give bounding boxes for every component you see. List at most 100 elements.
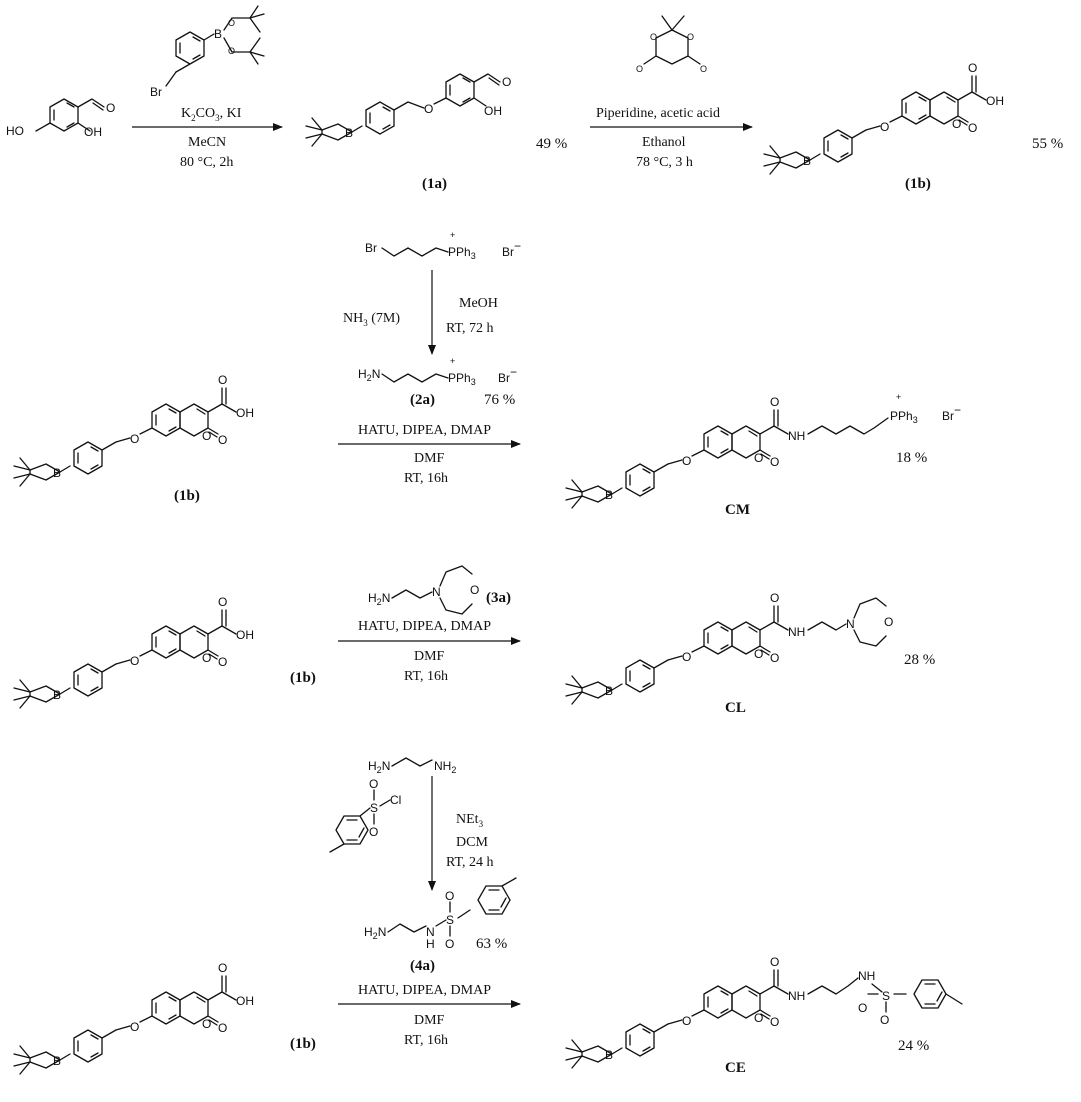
ether-oxygen-label: O — [130, 432, 139, 446]
step1-solvent: MeCN — [188, 135, 226, 150]
bromine-label: Br — [365, 241, 377, 255]
phosphonium-label: PPh3 — [890, 409, 918, 425]
yield-1a: 49 % — [536, 136, 567, 152]
oxygen-label: O — [880, 1013, 889, 1027]
ether-oxygen-label: O — [424, 102, 433, 116]
boron-label: B — [53, 1054, 61, 1068]
lactone-oxygen-label: O — [754, 451, 763, 465]
label-compound-3a: (3a) — [486, 590, 511, 606]
dihydroxybenzaldehyde: HO OH O — [6, 98, 115, 139]
oxygen-label: O — [700, 64, 707, 74]
boron-label: B — [605, 488, 613, 502]
positive-charge: + — [450, 230, 455, 240]
step2-solvent: Ethanol — [642, 135, 686, 150]
oxygen-label: O — [687, 32, 694, 42]
amide-nh-label: NH — [788, 989, 805, 1003]
step1-reagents: K2CO3, KI — [181, 106, 242, 123]
oxygen-label: O — [228, 46, 235, 56]
step2-reagents: Piperidine, acetic acid — [596, 106, 720, 121]
compound-1b-structure: B O O O O OH — [763, 61, 1004, 175]
coupling-temperature-time: RT, 16h — [404, 1033, 448, 1048]
amide-nh-label: NH — [788, 625, 805, 639]
amine-label: H2N — [368, 759, 390, 775]
oxygen-label: O — [636, 64, 643, 74]
ether-oxygen-label: O — [682, 1014, 691, 1028]
chlorine-label: Cl — [390, 793, 401, 807]
carbonyl-oxygen-label: O — [218, 595, 227, 609]
lactone-oxygen-label: O — [754, 647, 763, 661]
morpholine-nitrogen-label: N — [846, 617, 855, 631]
yield-1b: 55 % — [1032, 136, 1063, 152]
positive-charge: + — [896, 392, 901, 402]
compound-1b-structure: B O O O O OH — [13, 373, 254, 487]
morpholine-oxygen-label: O — [884, 615, 893, 629]
carbonyl-oxygen-label: O — [218, 961, 227, 975]
compound-ce-structure: B O O O O NH NH S O O — [565, 955, 963, 1069]
ether-oxygen-label: O — [682, 454, 691, 468]
boron-label: B — [53, 688, 61, 702]
amide-nh-label: NH — [788, 429, 805, 443]
hydroxyl-label: OH — [986, 94, 1004, 108]
coupling-reagents: HATU, DIPEA, DMAP — [358, 619, 491, 634]
compound-1b-structure: B O O O O OH — [13, 961, 254, 1075]
lactone-oxygen-label: O — [202, 651, 211, 665]
label-compound-4a: (4a) — [410, 958, 435, 974]
step3-temperature-time: RT, 72 h — [446, 321, 494, 336]
compound-3a-structure: H2N N O — [368, 565, 479, 615]
coupling-solvent: DMF — [414, 649, 445, 664]
oxygen-label: O — [858, 1001, 867, 1015]
amine-label: H2N — [364, 925, 386, 941]
amine-label: NH2 — [434, 759, 456, 775]
carbonyl-oxygen-label: O — [770, 395, 779, 409]
bromide-counterion: Br− — [498, 365, 517, 385]
label-compound-1a: (1a) — [422, 176, 447, 192]
label-compound-cm: CM — [725, 502, 750, 518]
step3-ammonia: NH3 (7M) — [343, 311, 400, 328]
sulfonamide-h-label: H — [426, 937, 435, 951]
lactone-oxygen-label: O — [952, 117, 961, 131]
label-compound-2a: (2a) — [410, 392, 435, 408]
sulfur-label: S — [882, 989, 890, 1003]
sulfonamide-nitrogen-label: N — [426, 925, 435, 939]
hydroxyl-label: OH — [84, 125, 102, 139]
phosphonium-label: PPh3 — [448, 245, 476, 261]
yield-cm: 18 % — [896, 450, 927, 466]
sulfur-label: S — [370, 801, 378, 815]
bromide-counterion: Br− — [942, 403, 961, 423]
bromine-label: Br — [150, 85, 162, 99]
yield-4a: 63 % — [476, 936, 507, 952]
oxygen-label: O — [445, 889, 454, 903]
carbonyl-oxygen-label: O — [218, 373, 227, 387]
lactone-oxygen-label: O — [202, 429, 211, 443]
compound-4a-structure: H2N N H S O O — [364, 877, 517, 951]
aldehyde-oxygen-label: O — [106, 101, 115, 115]
morpholine-nitrogen-label: N — [432, 585, 441, 599]
hydroxyl-label: HO — [6, 124, 24, 138]
boron-label: B — [803, 154, 811, 168]
amine-label: H2N — [358, 367, 380, 383]
carbonyl-oxygen-label: O — [770, 651, 779, 665]
carbonyl-oxygen-label: O — [968, 121, 977, 135]
coupling-solvent: DMF — [414, 1013, 445, 1028]
label-compound-cl: CL — [725, 700, 746, 716]
compound-cm-structure: B O O O O NH + PPh3 Br− — [565, 392, 961, 509]
lactone-oxygen-label: O — [754, 1011, 763, 1025]
hydroxyl-label: OH — [236, 994, 254, 1008]
lactone-oxygen-label: O — [202, 1017, 211, 1031]
coupling-temperature-time: RT, 16h — [404, 471, 448, 486]
yield-2a: 76 % — [484, 392, 515, 408]
boron-label: B — [214, 27, 222, 41]
oxygen-label: O — [650, 32, 657, 42]
carbonyl-oxygen-label: O — [968, 61, 977, 75]
meldrums-acid: O O O O — [636, 15, 707, 74]
carbonyl-oxygen-label: O — [770, 955, 779, 969]
coupling-solvent: DMF — [414, 451, 445, 466]
step4-temperature-time: RT, 24 h — [446, 855, 494, 870]
hydroxyl-label: OH — [236, 406, 254, 420]
step4-solvent: DCM — [456, 835, 488, 850]
compound-cl-structure: B O O O O NH N O — [565, 591, 893, 705]
positive-charge: + — [450, 356, 455, 366]
carbonyl-oxygen-label: O — [770, 591, 779, 605]
aldehyde-oxygen-label: O — [502, 75, 511, 89]
